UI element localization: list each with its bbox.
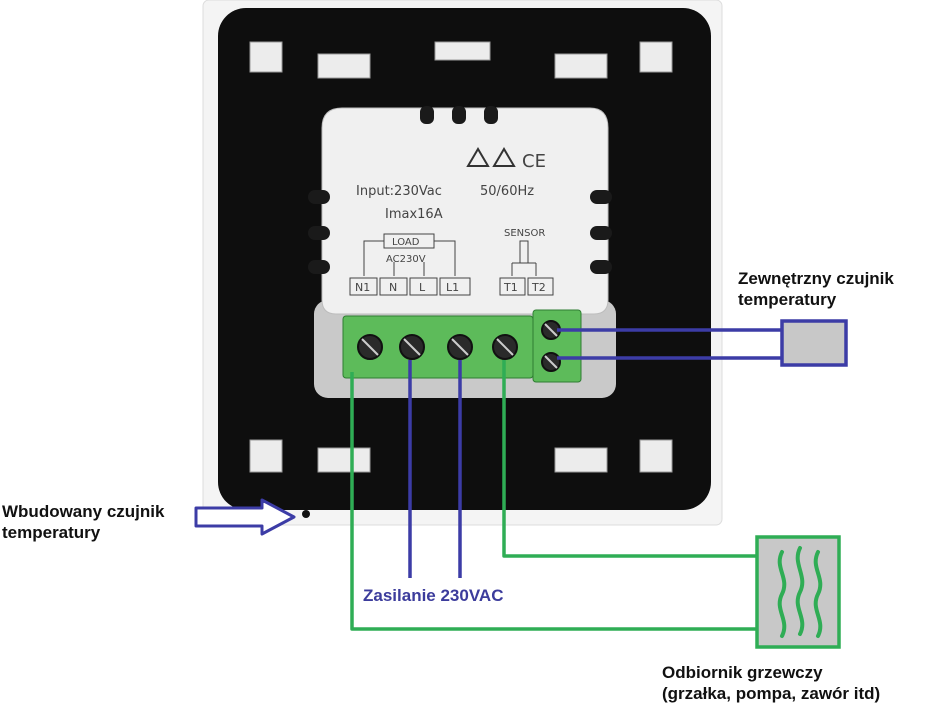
builtin-sensor-dot	[302, 510, 310, 518]
terminal-l1: L1	[446, 281, 459, 294]
input-rating: Input:230Vac	[356, 184, 442, 199]
terminal-t2: T2	[531, 281, 546, 294]
heat-waves-icon	[777, 546, 823, 638]
internal-sensor-label: Wbudowany czujnik temperatury	[2, 501, 164, 543]
receiver-line-2: (grzałka, pompa, zawór itd)	[662, 684, 881, 703]
ce-mark: CE	[522, 151, 546, 172]
receiver-label: Odbiornik grzewczy (grzałka, pompa, zawó…	[662, 662, 880, 704]
blue-wires	[408, 328, 782, 578]
sensor-terminal-block	[532, 309, 582, 383]
load-label: LOAD	[392, 237, 420, 248]
warning-icon	[466, 147, 516, 167]
internal-sensor-line-2: temperatury	[2, 523, 101, 542]
receiver-line-1: Odbiornik grzewczy	[662, 663, 823, 682]
terminal-labels	[349, 277, 554, 296]
green-wires	[350, 360, 757, 631]
terminal-n: N	[389, 281, 397, 294]
load-wiring	[363, 240, 456, 276]
internal-sensor-line-1: Wbudowany czujnik	[2, 502, 165, 521]
sensor-symbol	[511, 240, 537, 276]
mounting-slots	[249, 41, 673, 473]
external-sensor-line-1: Zewnętrzny czujnik	[738, 269, 894, 288]
arrow-icon	[194, 498, 296, 536]
power-label: Zasilanie 230VAC	[363, 586, 504, 605]
external-sensor-box	[780, 319, 848, 367]
max-current: Imax16A	[385, 207, 443, 222]
terminal-l: L	[419, 281, 426, 294]
terminal-t1: T1	[503, 281, 518, 294]
external-sensor-label: Zewnętrzny czujnik temperatury	[738, 268, 894, 310]
terminal-n1: N1	[355, 281, 370, 294]
frequency: 50/60Hz	[480, 184, 534, 199]
screw-slots	[361, 323, 558, 369]
ac-label: AC230V	[386, 254, 426, 265]
vent-notches	[308, 106, 612, 274]
external-sensor-line-2: temperatury	[738, 290, 837, 309]
sensor-label: SENSOR	[504, 228, 545, 239]
